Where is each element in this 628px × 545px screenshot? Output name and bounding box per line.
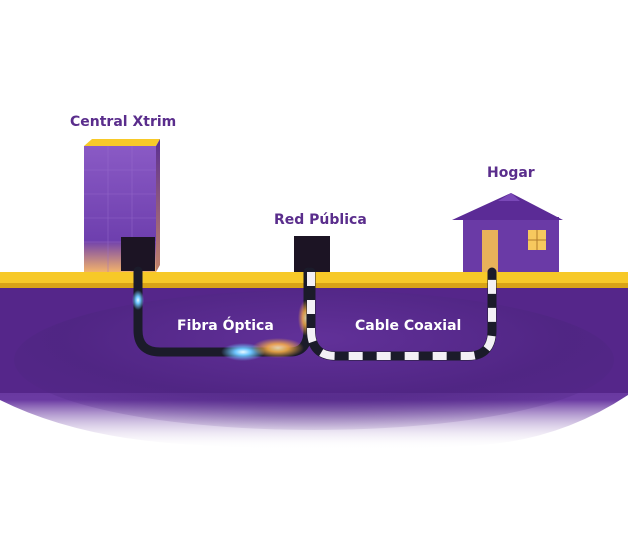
label-central-xtrim: Central Xtrim — [70, 114, 177, 130]
label-hogar: Hogar — [487, 165, 535, 181]
red-publica-box — [294, 236, 330, 272]
coaxial-stripes — [307, 272, 496, 360]
label-cable-coaxial: Cable Coaxial — [355, 318, 462, 334]
label-fibra-optica: Fibra Óptica — [177, 318, 274, 334]
label-red-publica: Red Pública — [274, 212, 367, 228]
soil-glow — [14, 290, 614, 430]
house — [452, 193, 563, 272]
central-building — [84, 139, 160, 272]
fiber-glow-orange — [252, 338, 304, 358]
